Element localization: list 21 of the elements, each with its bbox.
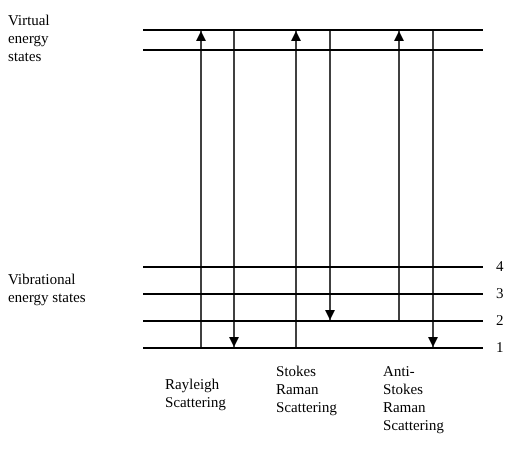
energy-level-line: [143, 293, 483, 295]
energy-level-line: [143, 320, 483, 322]
energy-level-line: [143, 49, 483, 51]
process-label: Rayleigh Scattering: [165, 376, 227, 412]
transition-arrow: [428, 31, 438, 347]
state-label: Virtual energy states: [8, 12, 51, 66]
process-label: Anti-Stokes Raman Scattering: [383, 363, 445, 435]
state-label: Vibrational energy states: [8, 271, 87, 307]
transition-arrow: [229, 31, 239, 347]
level-number: 1: [496, 339, 504, 357]
transition-arrow: [196, 31, 206, 347]
level-number: 4: [496, 258, 504, 276]
level-number: 3: [496, 285, 504, 303]
energy-level-line: [143, 29, 483, 31]
process-label: Stokes Raman Scattering: [276, 363, 338, 417]
energy-level-line: [143, 347, 483, 349]
transition-arrow: [325, 31, 335, 320]
energy-level-line: [143, 266, 483, 268]
transition-arrow: [291, 31, 301, 347]
transition-arrow: [394, 31, 404, 320]
level-number: 2: [496, 312, 504, 330]
